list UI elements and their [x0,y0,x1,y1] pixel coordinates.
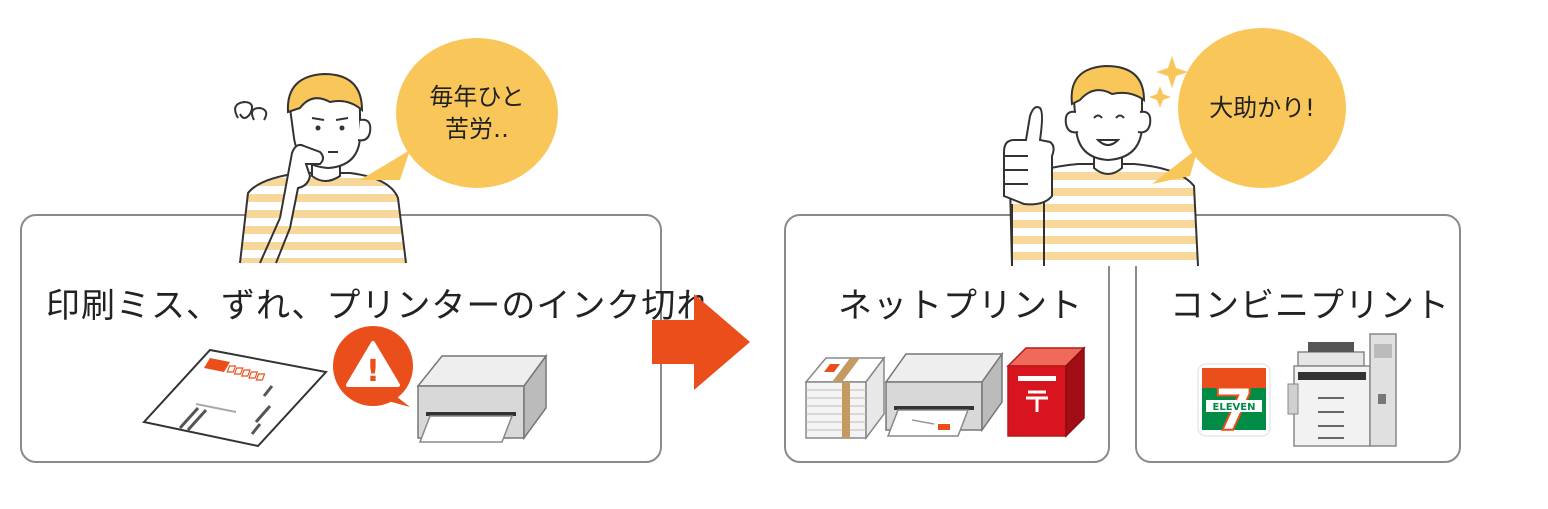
copy-machine-icon [1287,333,1397,447]
net-print-title: ネットプリント [838,286,1083,326]
speech-bubble-happy: 大助かり! [1178,28,1346,188]
postcard-stack-icon [804,355,886,441]
worried-man-illustration [234,72,407,264]
convenience-print-title: コンビニプリント [1170,286,1450,326]
left-panel-title: 印刷ミス、ずれ、プリンターのインク切れ [46,286,712,326]
postcard-icon [142,348,328,448]
speech-bubble-worried: 毎年ひと 苦労‥ [396,38,558,188]
bubble-tail-right [1152,148,1198,184]
store-logo-icon: 7 ELEVEN [1197,363,1271,445]
bubble-line-2: 苦労‥ [444,115,510,143]
printer-icon [416,353,548,443]
mailbox-icon [1006,346,1086,438]
bubble-line-1: 毎年ひと [429,82,525,111]
net-printer-icon [884,351,1004,437]
happy-man-illustration [1003,56,1199,267]
bubble-tail [360,150,410,180]
arrow-icon [652,294,750,390]
store-logo-text: ELEVEN [1213,402,1256,413]
warning-glyph: ! [366,354,380,389]
bubble-happy-text: 大助かり! [1209,93,1315,122]
warning-icon: ! [333,326,413,407]
